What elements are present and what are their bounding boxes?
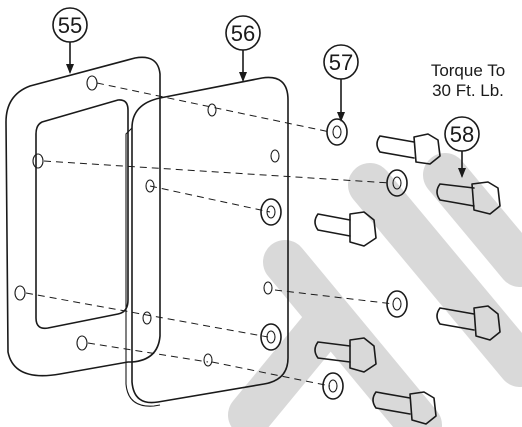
gasket-frame-55 bbox=[5, 56, 161, 377]
washer bbox=[322, 372, 344, 400]
bolt bbox=[372, 391, 437, 425]
washer bbox=[386, 169, 408, 197]
bolt bbox=[314, 337, 377, 373]
callout-56-label: 56 bbox=[231, 21, 255, 46]
washer bbox=[260, 323, 282, 351]
torque-note-line2: 30 Ft. Lb. bbox=[432, 81, 504, 100]
callout-55: 55 bbox=[52, 7, 88, 43]
bolt bbox=[376, 133, 441, 165]
watermark-stripe bbox=[423, 153, 522, 287]
callout-55-label: 55 bbox=[58, 13, 82, 38]
bolt-58 bbox=[436, 181, 501, 215]
bolt bbox=[314, 211, 377, 247]
watermark-stripe bbox=[263, 240, 442, 427]
plate-hole bbox=[270, 149, 280, 163]
frame-hole bbox=[32, 153, 44, 169]
plate-hole bbox=[145, 179, 155, 193]
washer bbox=[260, 198, 282, 226]
washer-57 bbox=[326, 118, 348, 146]
callout-56: 56 bbox=[225, 15, 261, 51]
washers bbox=[260, 118, 408, 400]
torque-note-line1: Torque To bbox=[431, 61, 505, 80]
callout-58: 58 bbox=[444, 116, 480, 152]
plate-hole bbox=[203, 353, 213, 367]
plate-hole bbox=[142, 311, 152, 325]
frame-hole bbox=[14, 285, 26, 301]
bolts bbox=[314, 133, 501, 425]
callout-58-label: 58 bbox=[450, 122, 474, 147]
watermark bbox=[228, 153, 522, 427]
plate-hole bbox=[207, 103, 217, 117]
plate-hole bbox=[263, 281, 273, 295]
washer bbox=[386, 290, 408, 318]
callout-57: 57 bbox=[323, 44, 359, 80]
bolt bbox=[436, 305, 501, 341]
frame-hole bbox=[76, 335, 88, 351]
cover-plate-56 bbox=[125, 76, 289, 407]
callout-57-label: 57 bbox=[329, 50, 353, 75]
torque-note: Torque To 30 Ft. Lb. bbox=[431, 61, 505, 100]
callout-leaders bbox=[66, 41, 466, 178]
frame-hole bbox=[86, 75, 98, 91]
assembly-centerlines bbox=[25, 82, 395, 387]
